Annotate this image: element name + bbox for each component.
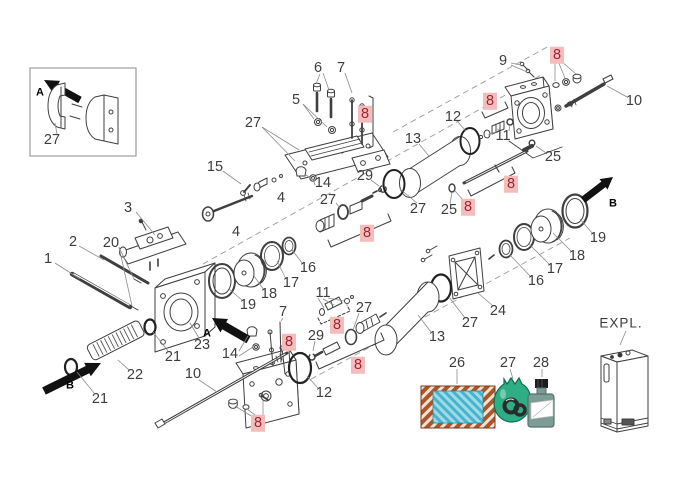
group-bracket-8-parts-top: [481, 101, 509, 119]
screw-group-4-lower: [201, 192, 254, 222]
leader-lines: [54, 60, 628, 418]
cartridge-valve-top: [315, 187, 383, 233]
seal-kit-26: [420, 385, 496, 429]
end-plate-24: [448, 247, 485, 300]
o-ring-bag-27: [493, 376, 532, 423]
seal-ring-19-left: [208, 263, 236, 299]
o-ring-12-bottom: [287, 351, 313, 385]
cartridge-valve-bottom: [313, 312, 387, 358]
group-bracket-8-rod: [467, 166, 516, 197]
nuts-washers-8-top-right: [552, 73, 582, 112]
dowel-pins-20: [130, 278, 142, 311]
tie-rod-10-bottom: [154, 351, 289, 429]
piston-stack-right: [488, 193, 589, 260]
small-parts-11-bottom: [319, 295, 354, 316]
o-ring-27-small-top: [337, 204, 349, 220]
set-screw-15: [240, 184, 251, 196]
group-bracket-8-cartridge-bottom: [315, 332, 385, 370]
tie-rod-10-top: [564, 74, 614, 108]
ring-16-right: [498, 239, 514, 259]
group-bracket-8-top: [368, 95, 374, 149]
o-ring-27-tube-top: [382, 169, 406, 199]
cylinder-head-right: [504, 76, 563, 159]
screw-group-4-upper: [253, 174, 283, 192]
expl-assembled-unit: [600, 349, 649, 433]
knob-14-bottom: [246, 326, 260, 351]
piston-rod-25-top: [462, 139, 536, 185]
clamp-shell-left: [47, 82, 66, 130]
o-ring-21-upper: [143, 318, 157, 336]
piston-18-right: [530, 208, 564, 244]
cylinder-tube-13-top: [399, 136, 471, 198]
nuts-5: [314, 118, 336, 134]
o-ring-27-small-bottom: [344, 328, 358, 346]
snap-ring-29-bottom: [308, 353, 316, 361]
cylinder-tube-13-bottom: [374, 281, 440, 356]
snap-ring-29-top: [379, 185, 387, 193]
o-ring-12-top: [459, 127, 481, 155]
o-ring-17-left: [260, 241, 284, 271]
small-parts-11-top: [478, 118, 514, 140]
ring-16-left: [281, 236, 297, 256]
clamp-screws: [69, 103, 83, 120]
screws-9: [519, 61, 535, 78]
piston-rod-1: [69, 271, 133, 310]
inset-detail-box: [29, 67, 137, 157]
arrow-a-main-icon: [212, 318, 251, 344]
nuts-8-bottom: [228, 392, 269, 410]
arrow-b-left-icon: [42, 362, 101, 395]
plate-screws: [420, 245, 438, 263]
arrow-b-right-icon: [580, 177, 613, 203]
clamp-shell-right: [85, 94, 119, 145]
hex-bolts-6: [313, 82, 335, 119]
piston-18-left: [233, 252, 267, 288]
expl-label: EXPL.: [599, 315, 643, 331]
adhesive-bottle-28: [527, 379, 555, 428]
cylinder-head-left-23: [154, 262, 216, 353]
washer-25-lower: [448, 183, 456, 193]
guide-sleeve-22: [86, 320, 145, 361]
piston-stack-left: [208, 236, 297, 299]
piston-rod-2: [99, 254, 150, 285]
seal-ring-19-right: [561, 193, 589, 229]
valve-assembly-3: [119, 218, 187, 271]
group-bracket-8-cartridge-top: [327, 213, 392, 248]
